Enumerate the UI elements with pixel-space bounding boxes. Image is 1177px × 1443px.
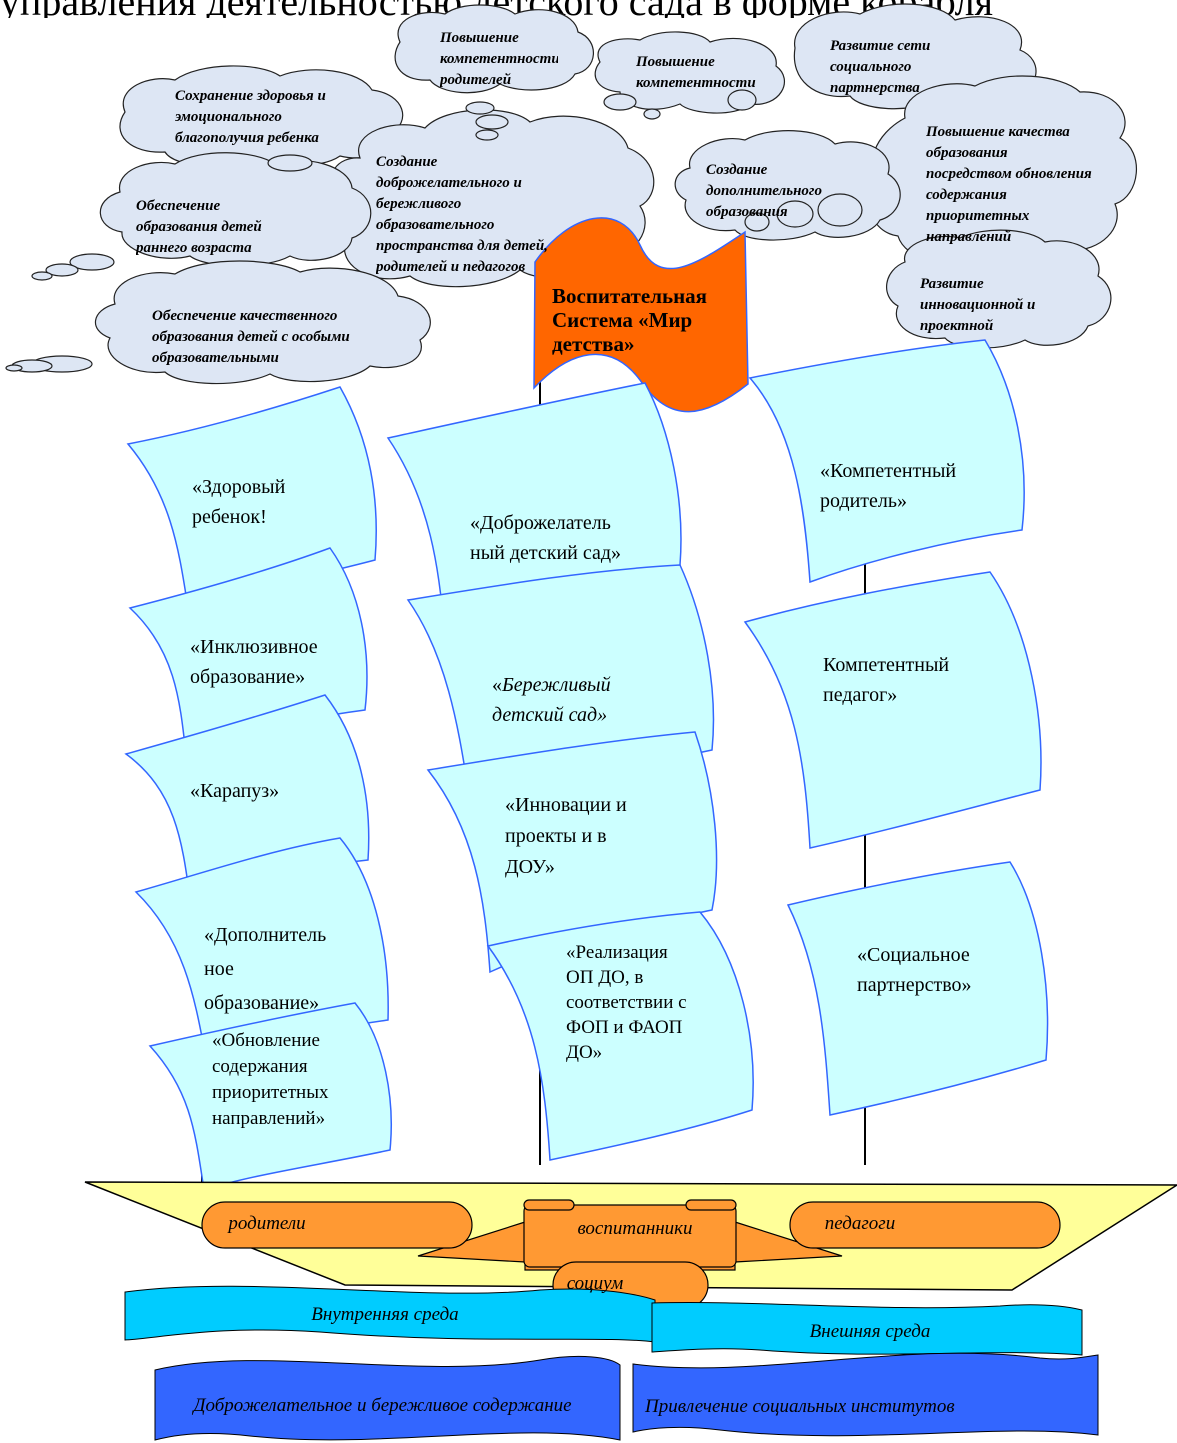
- ribbon-parents: [201, 1201, 473, 1249]
- cloud-competence-parents: [394, 4, 594, 94]
- flag: [533, 217, 749, 413]
- sail-label-competent-teacher: Компетентный педагог»: [823, 654, 950, 706]
- sail-label-competent-parent: «Компетентный родитель»: [820, 460, 957, 512]
- cloud-label-competence-parents: Повышение компетентности родителей: [440, 30, 558, 88]
- cloud-label-innovation: Развитие инновационной и проектной деяте…: [920, 276, 1036, 334]
- cloud-social-network: [793, 3, 1037, 110]
- ribbon-pupils-roll-left: [523, 1199, 575, 1211]
- hull-label-pupils: воспитанники: [577, 1218, 693, 1239]
- sail-label-update-content: «Обновление содержания приоритетных напр…: [212, 1030, 329, 1129]
- sail-label-lean-text: Бережливый детский сад»: [492, 674, 611, 726]
- wave-label-institutions: Привлечение социальных институтов: [645, 1396, 955, 1417]
- wave-institutions: [632, 1352, 1099, 1437]
- wave-label-content: Доброжелательное и бережливое содержание: [193, 1395, 572, 1416]
- sail-additional: [134, 837, 389, 1060]
- cloud-label-additional-education: Создание дополнительного образования: [706, 162, 822, 220]
- sail-label-op-do: «Реализация ОП ДО, в соответствии с ФОП …: [566, 942, 687, 1063]
- cloud-innovation: [886, 229, 1112, 349]
- sail-label-friendly-kindergarten: «Доброжелатель ный детский сад»: [470, 512, 622, 564]
- cloud-label-social-network: Развитие сети социального партнерства: [830, 38, 931, 96]
- sail-label-healthy-child: «Здоровый ребенок!: [192, 476, 286, 528]
- hull-label-society: социум: [566, 1273, 624, 1294]
- sail-social-partnership: [786, 861, 1049, 1116]
- sail-op-do: [486, 911, 754, 1161]
- ribbon-teachers: [789, 1201, 1061, 1249]
- sail-update-content: [148, 1002, 392, 1191]
- sail-label-karapuz: «Карапуз»: [190, 780, 280, 802]
- wave-label-inner-env: Внутренняя среда: [311, 1304, 459, 1325]
- sail-innovation-projects: [426, 731, 718, 974]
- hull-label-teachers: педагоги: [824, 1213, 896, 1234]
- sail-label-additional: «Дополнитель ное образование»: [204, 924, 327, 1014]
- wave-outer-env: [651, 1302, 1083, 1356]
- wave-label-outer-env: Внешняя среда: [809, 1321, 931, 1342]
- sail-competent-teacher: [743, 571, 1042, 849]
- hull-label-parents: родители: [228, 1213, 306, 1234]
- cloud-label-health: Сохранение здоровья и эмоционального бла…: [175, 88, 326, 146]
- sails: [124, 339, 1049, 1191]
- cloud-label-special-needs: Обеспечение качественного образования де…: [152, 308, 350, 372]
- sail-label-lean-prefix: «: [492, 674, 502, 696]
- wave-content: [154, 1355, 621, 1441]
- sail-label-lean-kindergarten: «Бережливый детский сад»: [492, 670, 642, 730]
- sail-label-inclusive: «Инклюзивное образование»: [190, 636, 318, 688]
- sail-competent-parent: [748, 339, 1025, 584]
- cloud-special-needs: [94, 260, 431, 385]
- sail-label-social-partnership: «Социальное партнерство»: [857, 944, 972, 996]
- ribbon-pupils-roll-right: [685, 1199, 737, 1211]
- cloud-label-quality-update: Повышение качества образования посредств…: [926, 124, 1092, 245]
- flag-label: Воспитательная Система «Мир детства»: [552, 284, 708, 356]
- cloud-label-competence-teachers: Повышение компетентности педагогов: [636, 54, 756, 91]
- sail-label-innovation-projects: «Инновации и проекты и в ДОУ»: [505, 794, 627, 878]
- cloud-label-early-age: Обеспечение образования детей раннего во…: [136, 198, 262, 256]
- cloud-label-friendly-space: Создание доброжелательного и бережливого…: [376, 154, 548, 275]
- cloud-early-age: [99, 152, 372, 267]
- hull-ribbons: [201, 1199, 1061, 1309]
